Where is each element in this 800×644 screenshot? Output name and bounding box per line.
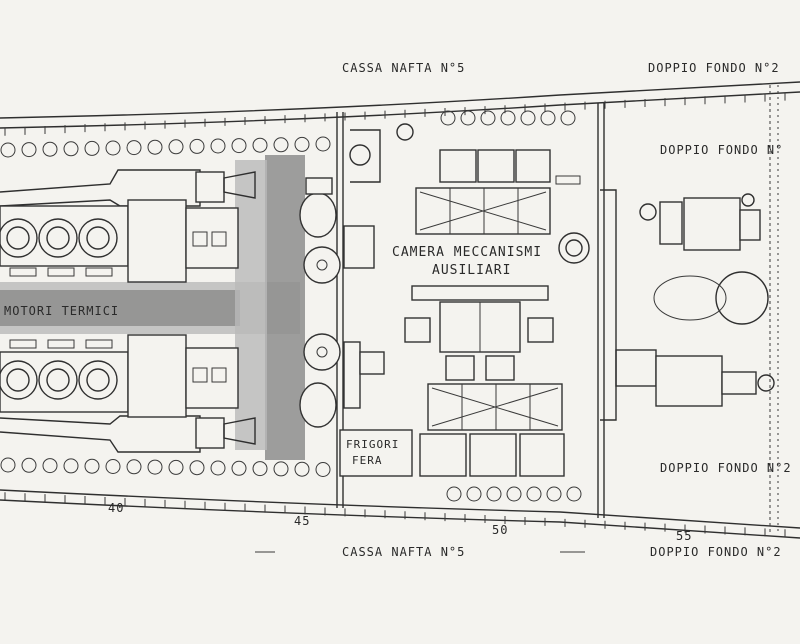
right-compartment-machinery <box>600 189 775 421</box>
engine-label: MOTORI TERMICI <box>4 304 119 318</box>
hull-valve <box>210 460 226 476</box>
frame-ticks <box>4 92 786 538</box>
inner-double-bottom-bottom-label: DOPPIO FONDO N°2 <box>660 461 792 475</box>
bottom-double-bottom-label: DOPPIO FONDO N°2 <box>650 545 782 559</box>
hull-valve <box>446 486 462 502</box>
top-tank-label: CASSA NAFTA N°5 <box>342 61 465 75</box>
hull-valve <box>147 459 163 475</box>
hull-valve <box>500 110 516 126</box>
hull-valve <box>168 459 184 475</box>
shaft-couplings <box>299 177 341 428</box>
hull-valve <box>21 142 37 158</box>
hull-valve <box>480 110 496 126</box>
fridge-label-line1: FRIGORI <box>346 438 399 451</box>
hull-valve <box>273 137 289 153</box>
hull-valve <box>526 486 542 502</box>
auxiliary-machinery <box>339 123 590 477</box>
inner-double-bottom-top-label: DOPPIO FONDO N° <box>660 143 783 157</box>
shaft-tunnel <box>0 155 305 460</box>
bulkheads <box>336 85 779 535</box>
hull-valve <box>294 461 310 477</box>
hull-valve <box>231 460 247 476</box>
bottom-tank-label: CASSA NAFTA N°5 <box>342 545 465 559</box>
room-name-line1: CAMERA MECCANISMI <box>392 245 542 260</box>
bottom-valve-row <box>0 457 582 502</box>
hull-valve <box>231 138 247 154</box>
lower-main-engine <box>0 334 256 453</box>
hull-valve <box>63 141 79 157</box>
hull-valve <box>84 458 100 474</box>
hull-valve <box>506 486 522 502</box>
hull-valve <box>105 140 121 156</box>
hull-valve <box>0 142 16 158</box>
hull-valve <box>42 458 58 474</box>
top-double-bottom-label: DOPPIO FONDO N°2 <box>648 61 780 75</box>
hull-valve <box>294 136 310 152</box>
hull-valve <box>105 459 121 474</box>
hull-valve <box>252 137 268 153</box>
hull-valve <box>273 461 289 477</box>
hull-valve <box>252 461 268 477</box>
hull-valve <box>566 486 582 502</box>
room-name-line2: AUSILIARI <box>432 263 511 278</box>
frame-number-40: 40 <box>108 501 124 515</box>
hull-valve <box>126 459 142 475</box>
hull-valve <box>63 458 79 474</box>
hull-valve <box>42 141 58 157</box>
hull-valve <box>315 462 331 477</box>
hull-valve <box>486 486 502 502</box>
frame-number-55: 55 <box>676 529 692 543</box>
upper-main-engine <box>0 169 256 283</box>
frame-number-45: 45 <box>294 514 310 528</box>
hull-valve <box>147 139 163 155</box>
hull-valve <box>546 486 562 502</box>
hull-valve <box>0 457 16 473</box>
hull-valve <box>560 110 576 126</box>
hull-valve <box>315 136 331 152</box>
hull-valve <box>520 110 536 126</box>
hull-valve <box>168 139 184 155</box>
hull-valve <box>440 110 456 126</box>
hull-valve <box>21 457 37 473</box>
hull-valve <box>540 110 556 126</box>
hull-valve <box>460 110 476 126</box>
frame-number-50: 50 <box>492 523 508 537</box>
hull-valve <box>189 138 205 154</box>
hull-valve <box>189 460 205 476</box>
top-valve-row <box>0 110 576 158</box>
hull-valve <box>126 140 142 156</box>
hull-valve <box>466 486 482 502</box>
fridge-label-line2: FERA <box>352 454 383 467</box>
hull-valve <box>84 140 100 156</box>
hull-valve <box>210 138 226 154</box>
